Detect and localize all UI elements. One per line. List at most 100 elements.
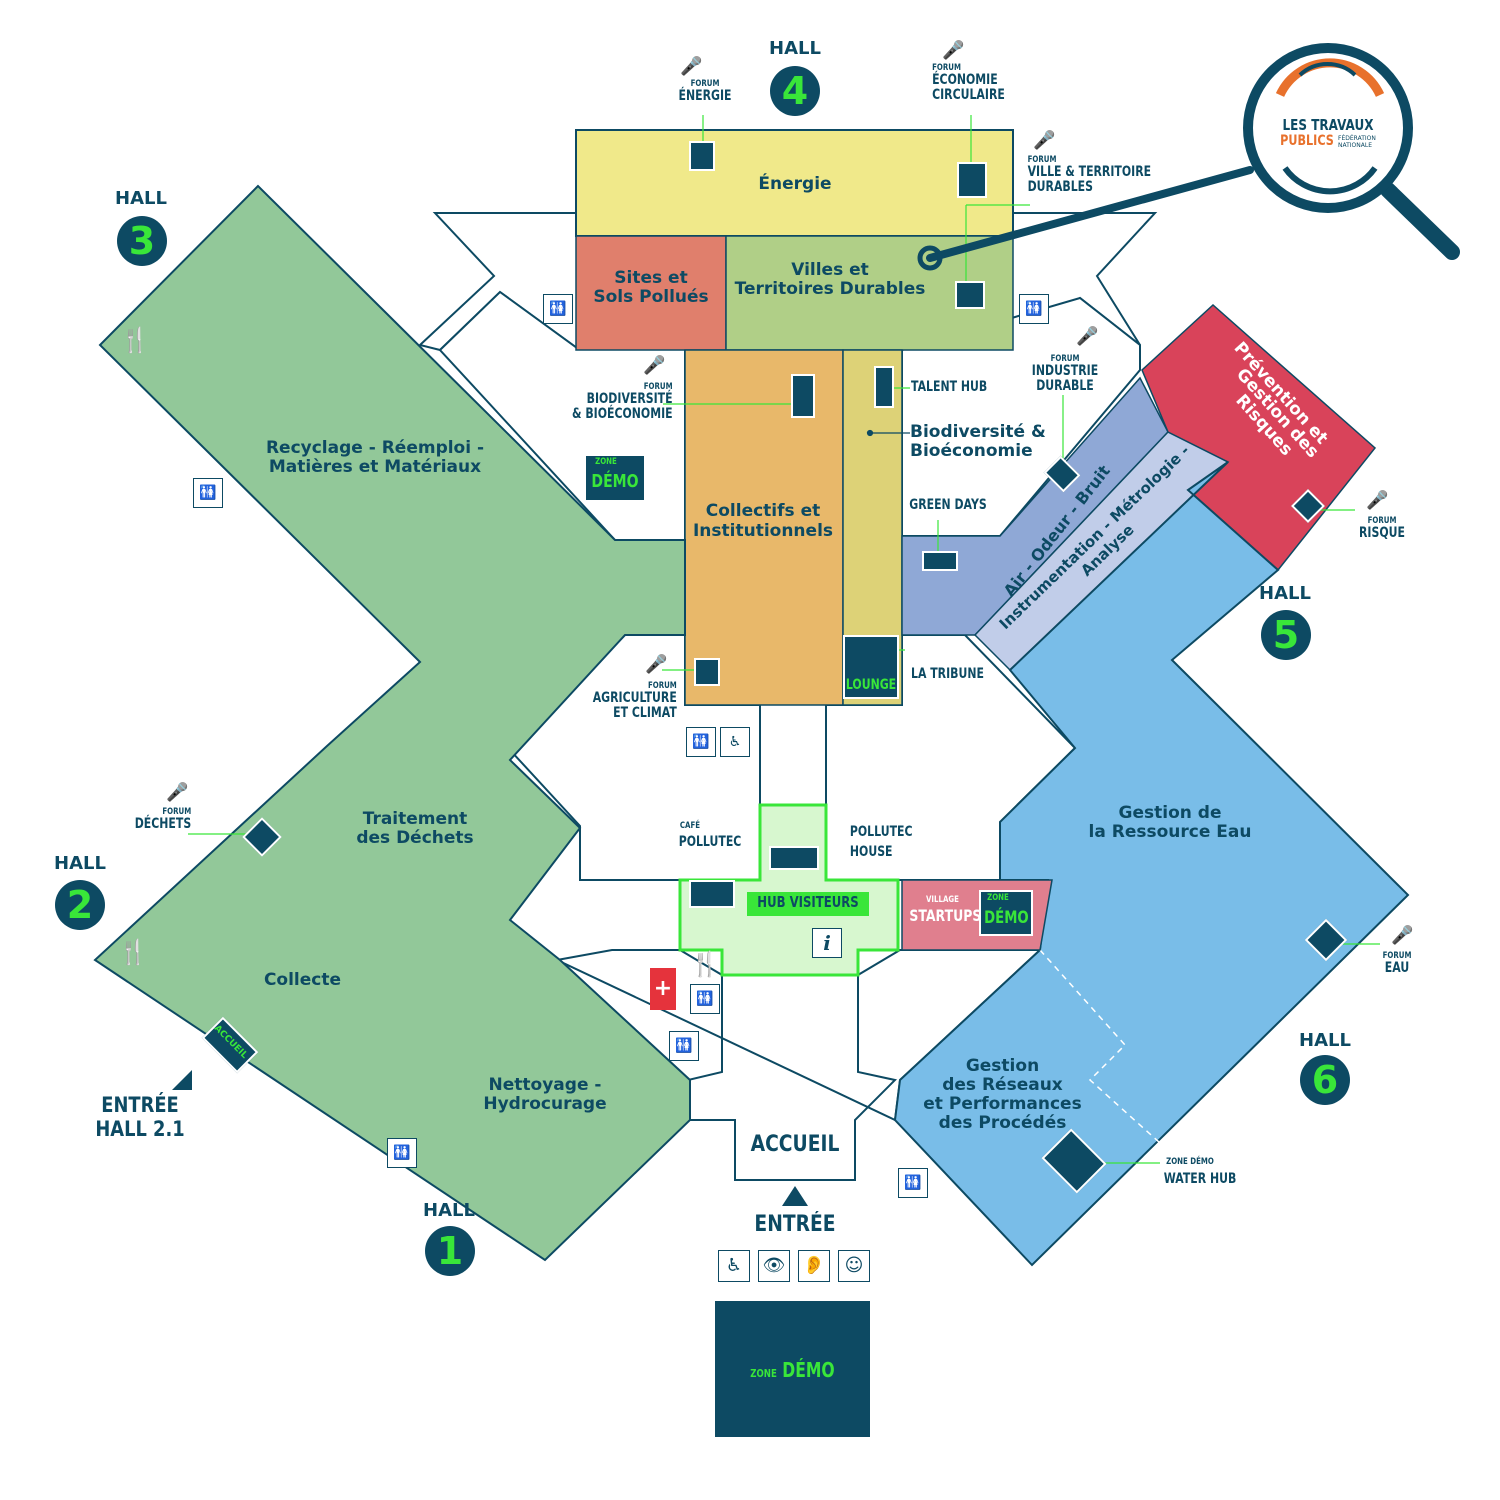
forum-economie-line2: CIRCULAIRE [932,87,1005,104]
toilets-icon: 🚻 [1019,294,1049,324]
talent-hub-marker[interactable] [874,366,894,408]
green-days-marker[interactable] [922,551,958,571]
pollutec-house-label-1: POLLUTEC [849,824,913,840]
forum-biodiversite-label[interactable]: FORUM BIODIVERSITÉ & BIOÉCONOMIE [563,382,673,422]
hub-visiteurs-label: HUB VISITEURS [757,893,859,911]
info-icon[interactable]: i [812,928,842,958]
forum-economie-marker[interactable] [957,162,987,198]
zone-demo-village[interactable] [979,890,1033,936]
wheelchair-icon: ♿ [718,1250,750,1282]
forum-small-label: FORUM [932,63,961,73]
hall-1-number: 1 [425,1226,475,1276]
zone-recyclage[interactable] [93,184,691,1262]
zone-recyclage-label-2: Matières et Matériaux [268,457,482,477]
zone-nettoyage-label-1: Nettoyage - [488,1075,602,1095]
forum-industrie-line2: DURABLE [1036,378,1094,395]
forum-agriculture-label[interactable]: FORUM AGRICULTURE ET CLIMAT [583,681,677,722]
toilets-icon: 🚻 [669,1031,699,1061]
microphone-icon: 🎤 [645,654,668,675]
zone-reseaux-label-2: des Réseaux [942,1075,1063,1095]
forum-dechets-name: DÉCHETS [134,816,192,833]
lounge-label: LOUNGE [845,677,897,693]
zone-collectifs-label-1: Collectifs et [705,501,821,521]
lounge-area[interactable] [843,635,899,699]
forum-biodiversite-marker[interactable] [791,374,815,418]
cafe-pollutec-marker[interactable] [689,880,735,908]
forum-energie-name: ÉNERGIE [678,88,732,105]
zone-demo-hall3-label: DÉMO [591,471,639,492]
microphone-icon: 🎤 [1076,326,1099,347]
toilets-icon: 🚻 [387,1138,417,1168]
hall-2-label: HALL [54,853,106,874]
microphone-icon: 🎤 [942,40,965,61]
forum-industrie-line1: INDUSTRIE [1031,363,1099,380]
forum-small-label: FORUM [647,681,677,691]
zone-eau-label-2: la Ressource Eau [1088,822,1252,842]
forum-risque-label[interactable]: FORUM RISQUE [1359,516,1406,541]
visual-impairment-icon: 👁 [758,1250,790,1282]
forum-agriculture-marker[interactable] [694,658,720,686]
toilets-icon: 🚻 [193,478,223,508]
forum-energie-marker[interactable] [689,141,715,171]
zone-sites-label-2: Sols Pollués [593,287,709,307]
forum-dechets-label[interactable]: FORUM DÉCHETS [129,807,192,833]
restaurant-icon: 🍴 [118,938,148,966]
zone-traitement-label-1: Traitement [362,809,468,829]
forum-eau-label[interactable]: FORUM EAU [1378,951,1417,976]
la-tribune-label: LA TRIBUNE [911,666,984,682]
forum-industrie-label[interactable]: FORUM INDUSTRIE DURABLE [1026,354,1104,395]
toilets-icon: 🚻 [686,727,716,757]
zone-villes-label-2: Territoires Durables [734,279,926,299]
restaurant-icon: 🍴 [690,950,720,978]
zone-demo-small-label: ZONE DÉMO [1166,1157,1214,1167]
microphone-icon: 🎤 [643,355,666,376]
forum-economie-line1: ÉCONOMIE [932,72,998,89]
zone-hub-visiteurs[interactable] [678,803,900,977]
accueil-label: ACCUEIL [750,1132,840,1157]
zone-demo-bottom-label: ZONE DÉMO [732,1360,853,1381]
entree-hall21-label-2[interactable]: HALL 2.1 [95,1117,185,1141]
hall-5-number: 5 [1261,610,1311,660]
green-days-label: GREEN DAYS [909,497,987,513]
zone-biodiversite-label-1: Biodiversité & [910,422,1046,442]
zone-sites-label-1: Sites et [614,268,688,288]
zone-demo-hall3-small: ZONE [595,457,617,467]
zone-reseaux-label-4: des Procédés [938,1113,1067,1133]
zone-energie[interactable] [575,129,1014,237]
entree-label[interactable]: ENTRÉE [754,1212,836,1237]
zone-biodiversite-label-2: Bioéconomie [910,441,1033,461]
forum-ville-label[interactable]: FORUM VILLE & TERRITOIRE DURABLES [1028,155,1153,195]
zone-demo-bottom[interactable] [715,1301,870,1437]
entree-hall21-arrow-icon [172,1070,192,1090]
zone-sites-sols[interactable] [575,235,727,351]
zone-reseaux-label-3: et Performances [923,1094,1082,1114]
forum-energie-label[interactable]: FORUM ÉNERGIE [662,79,748,105]
forum-agriculture-line2: ET CLIMAT [613,705,677,722]
zone-demo-village-label: DÉMO [984,908,1029,928]
forum-biodiversite-line1: BIODIVERSITÉ [586,391,673,408]
microphone-icon: 🎤 [1391,925,1414,946]
hall-4-label: HALL [769,38,821,59]
zone-demo-bottom-text: DÉMO [782,1358,835,1382]
entree-hall21-label-1[interactable]: ENTRÉE [101,1093,179,1117]
zone-eau-label-1: Gestion de [1118,803,1222,823]
hub-visiteurs-badge[interactable] [747,892,869,916]
zone-recyclage-label-1: Recyclage - Réemploi - [265,438,485,458]
zone-collectifs[interactable] [684,349,844,706]
hall-6-label: HALL [1299,1030,1351,1051]
forum-agriculture-line1: AGRICULTURE [592,690,677,707]
hall-2-number: 2 [55,880,105,930]
pollutec-house-marker[interactable] [769,846,819,870]
entree-arrow-icon [782,1186,808,1206]
microphone-icon: 🎤 [1366,490,1389,511]
zone-demo-hall3[interactable] [584,454,646,502]
first-aid-icon: + [650,968,676,1010]
toilets-icon: 🚻 [543,294,573,324]
toilets-icon: 🚻 [898,1168,928,1198]
forum-ville-marker[interactable] [955,281,985,309]
zone-traitement-label-2: des Déchets [356,828,474,848]
forum-economie-label[interactable]: FORUM ÉCONOMIE CIRCULAIRE [932,63,1018,104]
zone-energie-label: Énergie [758,174,832,194]
forum-small-label: FORUM [1367,516,1397,526]
